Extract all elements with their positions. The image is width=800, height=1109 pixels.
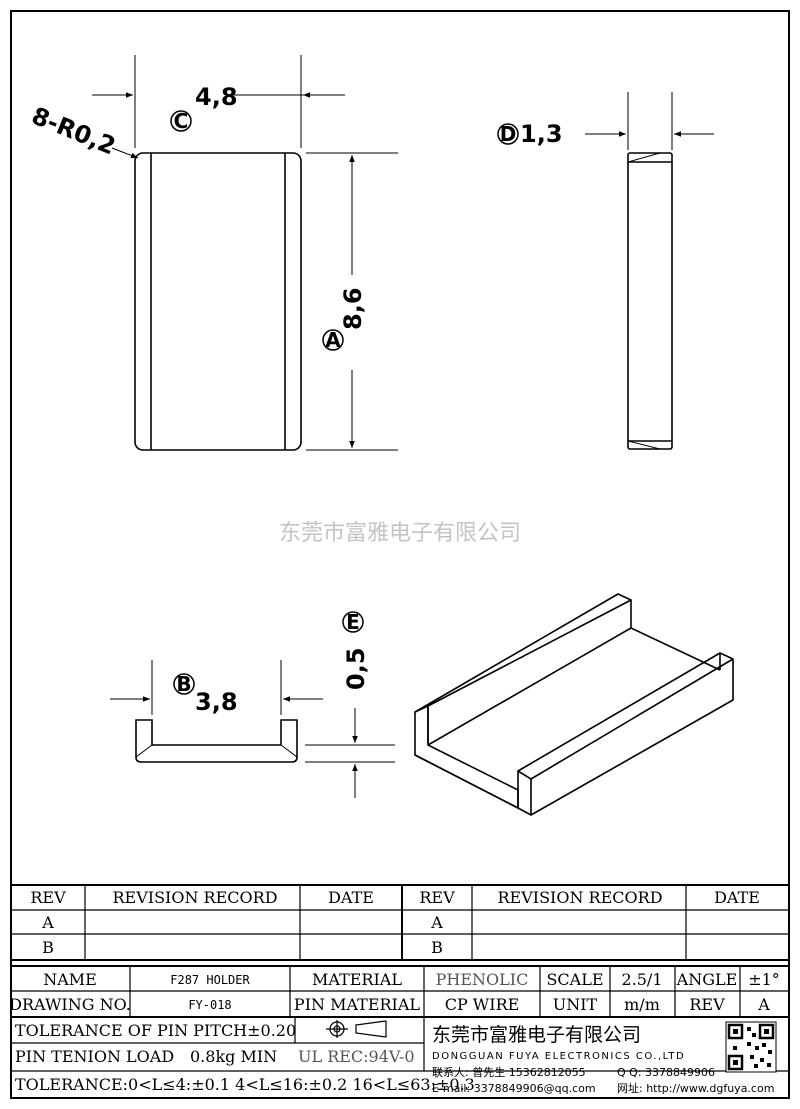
angle-label: ANGLE [676,970,738,989]
rev-header-2: REV [419,888,455,907]
contact: 联系人: 曾先生 15362812055 [432,1065,586,1079]
date-header-2: DATE [714,888,760,907]
company-name-cn: 东莞市富雅电子有限公司 [432,1024,641,1046]
dim-a-lines [306,152,398,451]
revision-record-header-1: REVISION RECORD [112,888,277,907]
dim-d-lines [585,92,714,150]
pin-material-value: CP WIRE [445,995,520,1014]
callout-b-letter: B [176,672,191,696]
corner-radius-label: 8-R0,2 [28,102,120,161]
callout-d-letter: D [500,122,517,146]
pin-tension-value: 0.8kg MIN [190,1047,277,1066]
callout-c-circle [170,110,192,132]
angle-value: ±1° [748,970,780,989]
revision-table [11,884,789,961]
dim-d-value: 1,3 [520,120,563,148]
website: 网址: http://www.dgfuya.com [617,1081,774,1095]
date-header-1: DATE [328,888,374,907]
dim-c-value: 4,8 [195,83,238,111]
material-label: MATERIAL [312,970,402,989]
material-value: PHENOLIC [436,970,529,989]
callout-a-letter: A [325,328,341,352]
callout-e-letter: E [346,610,360,634]
scale-value: 2.5/1 [621,970,662,989]
rev-row-b-left: B [42,938,54,957]
pin-material-label: PIN MATERIAL [294,995,421,1014]
rev-value: A [757,995,770,1014]
title-block [11,965,789,1072]
unit-label: UNIT [553,995,598,1014]
corner-radius-leader [111,147,139,159]
scale-label: SCALE [546,970,603,989]
isometric-view [414,593,734,816]
tolerance-pin-pitch: TOLERANCE OF PIN PITCH±0.20 [15,1021,296,1040]
ul-rec: UL REC:94V-0 [298,1047,415,1066]
dim-e-lines [305,708,395,798]
callout-d-circle [497,123,519,145]
rev-row-b-right: B [431,938,443,957]
dim-c-lines [92,55,345,148]
qr-code-icon [725,1021,777,1073]
callout-b-circle [173,673,195,695]
drawing-no-label: DRAWING NO. [9,995,131,1014]
unit-value: m/m [624,995,660,1014]
tolerance-line: TOLERANCE:0<L≤4:±0.1 4<L≤16:±0.2 16<L≤63… [15,1075,475,1094]
drawing-no-value: FY-018 [188,998,231,1012]
callout-a-circle [322,329,344,351]
top-view [134,152,302,451]
dim-e-value: 0,5 [342,647,370,690]
drawing-frame [10,10,790,1099]
dim-b-lines [110,660,323,715]
projection-symbol-icon [326,1020,387,1038]
watermark: 东莞市富雅电子有限公司 [279,521,521,546]
dim-a-value: 8,6 [339,287,367,330]
qq: Q Q: 3378849906 [617,1066,715,1079]
rev-header-1: REV [30,888,66,907]
rev-row-a-right: A [430,913,443,932]
email: E-mail: 3378849906@qq.com [432,1082,596,1095]
dim-b-value: 3,8 [195,688,238,716]
front-view [135,719,298,763]
callout-e-circle [342,611,364,633]
callout-c-letter: C [174,109,189,133]
pin-tension-label: PIN TENION LOAD [15,1047,174,1066]
revision-record-header-2: REVISION RECORD [497,888,662,907]
name-value: F287 HOLDER [170,973,250,987]
rev-label: REV [689,995,725,1014]
name-label: NAME [43,970,97,989]
side-view [627,152,673,450]
company-name-en: DONGGUAN FUYA ELECTRONICS CO.,LTD [432,1051,685,1062]
rev-row-a-left: A [41,913,54,932]
